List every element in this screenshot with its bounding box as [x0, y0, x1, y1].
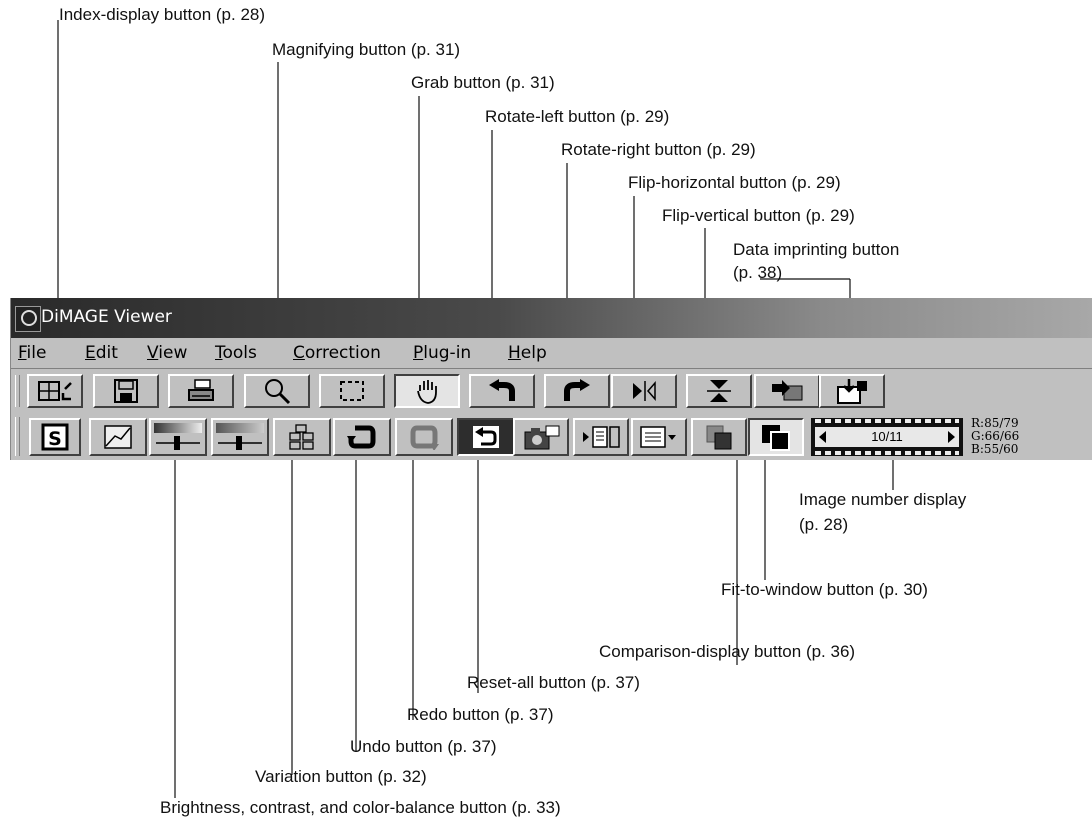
callout-image-number-page: (p. 28) — [799, 515, 849, 534]
index-display-icon — [38, 381, 72, 401]
callout-flip-vertical: Flip-vertical button (p. 29) — [662, 206, 855, 225]
undo-button[interactable] — [333, 418, 391, 456]
flip-vertical-icon — [707, 380, 731, 402]
callout-rotate-right: Rotate-right button (p. 29) — [561, 140, 756, 159]
split-view-icon — [583, 426, 620, 448]
reset-all-button[interactable] — [457, 418, 515, 456]
previous-image-arrow[interactable] — [819, 431, 826, 443]
save-button[interactable] — [93, 374, 159, 408]
list-dropdown-icon — [640, 426, 676, 448]
magnifier-icon — [265, 379, 291, 405]
list-options-button[interactable] — [631, 418, 687, 456]
hand-icon — [417, 380, 437, 404]
fit-to-window-button[interactable] — [748, 418, 804, 456]
image-arrow-icon — [772, 380, 803, 401]
index-display-button[interactable] — [27, 374, 83, 408]
redo-button[interactable] — [395, 418, 453, 456]
dashed-rectangle-icon — [340, 381, 364, 401]
menu-correction[interactable]: Correction — [293, 343, 381, 363]
dimage-viewer-window: DiMAGE Viewer File Edit View Tools Corre… — [10, 298, 1092, 460]
camera-icon — [524, 425, 560, 450]
callout-flip-horizontal: Flip-horizontal button (p. 29) — [628, 173, 841, 192]
svg-text:S: S — [48, 428, 62, 450]
undo-arrow-icon — [347, 425, 376, 449]
film-perforations-bottom — [815, 451, 959, 455]
menu-help[interactable]: Help — [508, 343, 547, 363]
fit-to-window-icon — [762, 425, 790, 451]
redo-arrow-icon — [410, 425, 439, 450]
s-logo-icon: S — [41, 423, 69, 451]
menu-edit[interactable]: Edit — [85, 343, 118, 363]
title-bar[interactable]: DiMAGE Viewer — [11, 298, 1092, 338]
contrast-slider-button[interactable] — [211, 418, 269, 456]
camera-comparison-button[interactable] — [513, 418, 569, 456]
tone-curve-icon — [104, 425, 132, 449]
film-perforations-top — [815, 419, 959, 423]
variation-grid-icon — [289, 424, 314, 450]
flip-vertical-button[interactable] — [686, 374, 752, 408]
callout-reset-all: Reset-all button (p. 37) — [467, 673, 640, 692]
next-image-arrow[interactable] — [948, 431, 955, 443]
toolbar-grip[interactable] — [15, 417, 20, 456]
printer-icon — [188, 379, 214, 401]
window-title: DiMAGE Viewer — [41, 307, 172, 327]
menu-tools[interactable]: Tools — [215, 343, 257, 363]
app-icon[interactable] — [15, 306, 41, 332]
callout-data-imprinting: Data imprinting button — [733, 240, 900, 259]
reset-arrow-icon — [473, 426, 499, 448]
callout-rotate-left: Rotate-left button (p. 29) — [485, 107, 670, 126]
s-button[interactable]: S — [29, 418, 81, 456]
data-imprint-icon — [837, 379, 867, 404]
rotate-left-button[interactable] — [469, 374, 535, 408]
tone-curve-button[interactable] — [89, 418, 147, 456]
menu-bar: File Edit View Tools Correction Plug-in … — [11, 338, 1092, 369]
callout-redo: Redo button (p. 37) — [407, 705, 554, 724]
menu-plug-in[interactable]: Plug-in — [413, 343, 472, 363]
variation-button[interactable] — [273, 418, 331, 456]
callout-brightness: Brightness, contrast, and color-balance … — [160, 798, 561, 817]
print-button[interactable] — [168, 374, 234, 408]
brightness-contrast-color-button[interactable] — [149, 418, 207, 456]
callout-comparison-display: Comparison-display button (p. 36) — [599, 642, 856, 661]
brightness-slider-icon — [154, 423, 202, 450]
image-number-display: 10/11 — [811, 418, 963, 456]
rotate-left-arrow-icon — [489, 379, 515, 401]
comparison-display-button[interactable] — [691, 418, 747, 456]
callout-image-number: Image number display — [799, 490, 967, 509]
film-frame: 10/11 — [815, 427, 959, 447]
correction-toolbar: S — [11, 413, 1092, 460]
menu-view[interactable]: View — [147, 343, 188, 363]
rotate-right-button[interactable] — [544, 374, 610, 408]
callout-index-display: Index-display button (p. 28) — [59, 5, 266, 24]
callout-fit-to-window: Fit-to-window button (p. 30) — [721, 580, 928, 599]
magnifying-button[interactable] — [244, 374, 310, 408]
callout-magnifying: Magnifying button (p. 31) — [272, 40, 461, 59]
floppy-disk-icon — [114, 379, 138, 403]
image-number-text: 10/11 — [871, 429, 903, 444]
contrast-slider-icon — [216, 423, 264, 450]
callout-grab: Grab button (p. 31) — [411, 73, 555, 92]
callout-undo: Undo button (p. 37) — [350, 737, 497, 756]
comparison-display-icon — [706, 425, 732, 450]
selection-button[interactable] — [319, 374, 385, 408]
flip-horizontal-icon — [633, 381, 656, 401]
menu-file[interactable]: File — [18, 343, 47, 363]
toolbar-grip[interactable] — [15, 375, 20, 407]
rgb-readout: R:85/79 G:66/66 B:55/60 — [971, 417, 1019, 456]
rotate-right-arrow-icon — [564, 379, 590, 401]
callout-variation: Variation button (p. 32) — [255, 767, 427, 786]
flip-horizontal-button[interactable] — [611, 374, 677, 408]
export-button[interactable] — [754, 374, 820, 408]
rgb-green-value: G:66/66 — [971, 429, 1020, 443]
rgb-blue-value: B:55/60 — [971, 442, 1019, 456]
rgb-red-value: R:85/79 — [971, 416, 1019, 430]
data-imprinting-button[interactable] — [819, 374, 885, 408]
grab-button[interactable] — [394, 374, 460, 408]
main-toolbar — [11, 371, 1092, 411]
callout-data-imprinting-page: (p. 38) — [733, 263, 783, 282]
split-view-button[interactable] — [573, 418, 629, 456]
